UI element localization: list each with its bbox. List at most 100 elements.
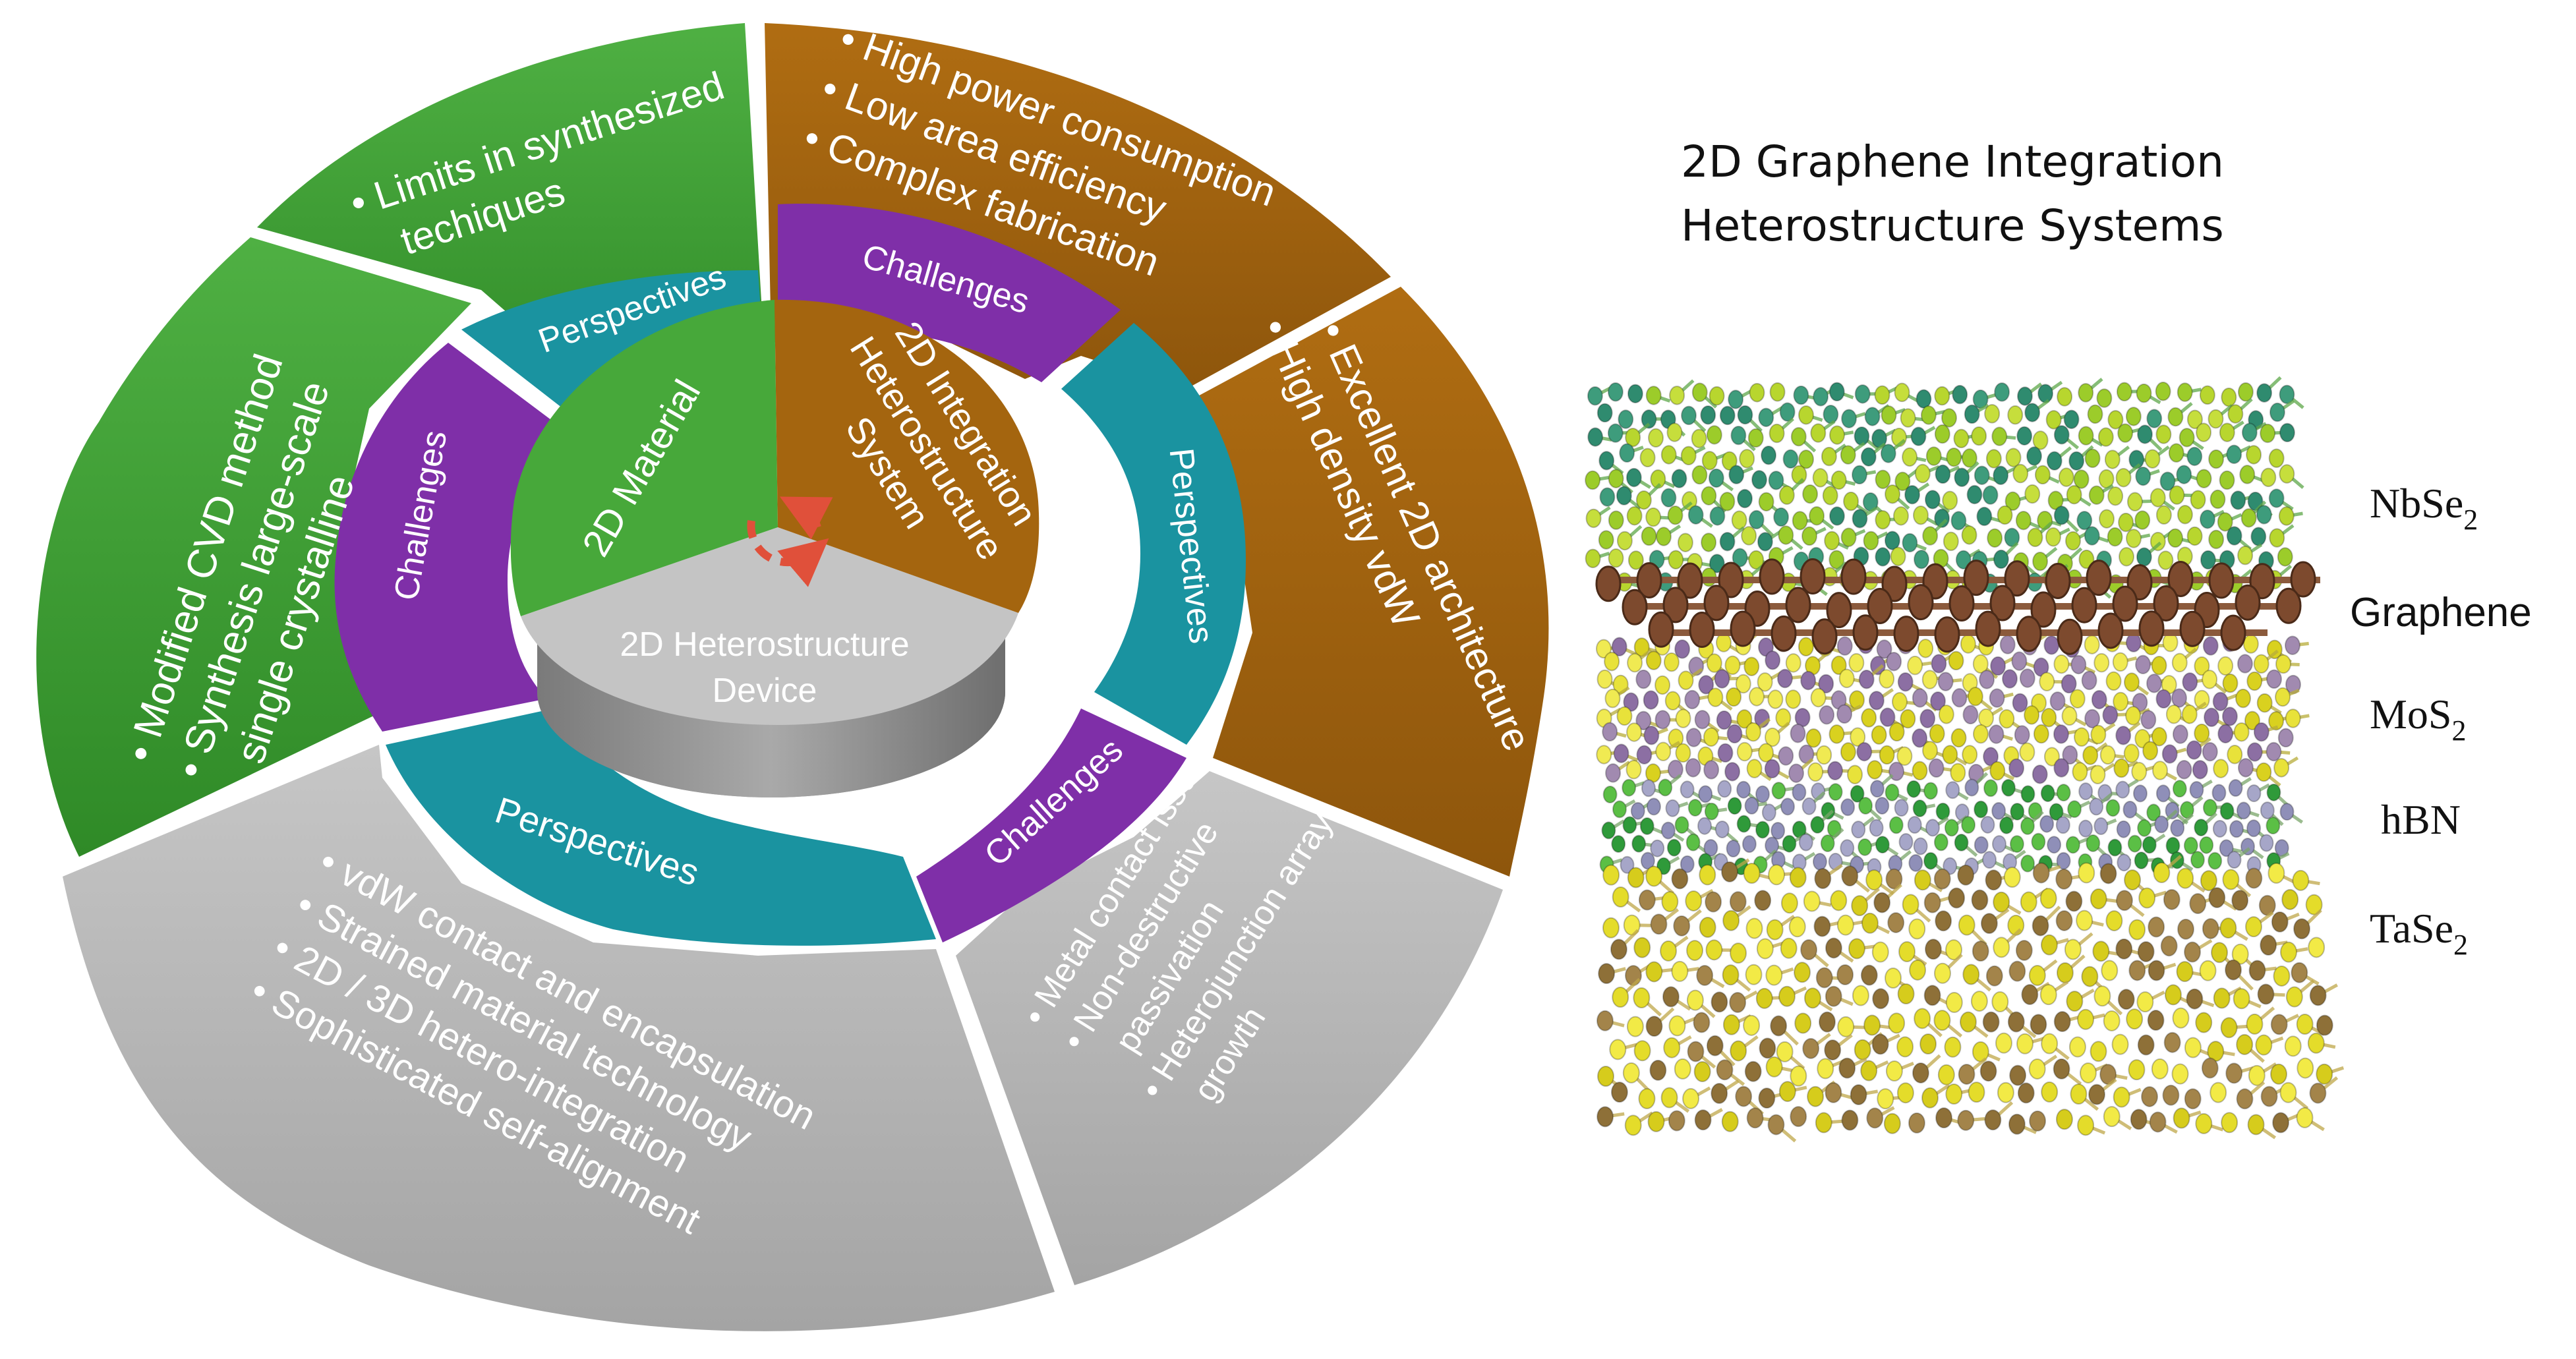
- hbn-atom: [1885, 783, 1900, 801]
- hbn-atom: [2031, 832, 2046, 851]
- nbse2-atom: [2240, 508, 2257, 528]
- hbn-atom: [2134, 852, 2149, 870]
- tase2-atom: [2245, 916, 2263, 938]
- tase2-atom: [1935, 1107, 1953, 1129]
- mos2-atom: [2019, 742, 2035, 762]
- tase2-atom: [2316, 1063, 2333, 1085]
- nbse2-atom: [1660, 488, 1677, 508]
- tase2-atom: [1662, 986, 1680, 1008]
- mos2-atom: [1838, 668, 1855, 689]
- mos2-atom: [1707, 687, 1724, 707]
- center-device-label: 2D Heterostructure Device: [620, 625, 909, 710]
- tase2-atom: [1705, 891, 1722, 913]
- tase2-atom: [1968, 1082, 1985, 1103]
- mos2-atom: [1850, 727, 1866, 747]
- mos2-atom: [1938, 705, 1954, 724]
- nbse2-atom: [1985, 449, 2002, 469]
- nbse2-atom: [1709, 506, 1726, 526]
- hbn-atom: [1964, 778, 1979, 797]
- hbn-atom: [1736, 815, 1751, 833]
- mos2-atom: [2140, 710, 2157, 730]
- hbn-atom: [2078, 819, 2093, 838]
- tase2-atom: [2088, 1084, 2105, 1105]
- hbn-atom: [1944, 819, 1959, 837]
- graphene-atom: [1867, 587, 1893, 624]
- hbn-atom: [2142, 836, 2157, 854]
- circular-diagram: 2D Material 2D Integration Heterostructu…: [36, 16, 1549, 1331]
- tase2-atom: [2028, 965, 2046, 987]
- tase2-atom: [1685, 890, 1703, 911]
- tase2-atom: [1850, 1084, 1867, 1105]
- mos2-atom: [2217, 656, 2234, 676]
- center-integration-top: [775, 299, 1039, 613]
- tase2-atom: [2280, 941, 2298, 963]
- nbse2-atom: [1585, 548, 1601, 569]
- tase2-atom: [1633, 937, 1651, 958]
- mos2-atom: [1999, 709, 2015, 729]
- tase2-atom: [2307, 1032, 2325, 1054]
- hbn-atom: [1925, 819, 1940, 837]
- tase2-atom: [2281, 888, 2299, 910]
- mos2-atom: [1962, 745, 1978, 765]
- mos2-atom: [1664, 691, 1681, 710]
- tase2-atom: [2007, 1011, 2025, 1033]
- hbn-atom: [1680, 780, 1695, 799]
- tase2-atom: [1814, 867, 1832, 889]
- hbn-atom: [2246, 784, 2262, 803]
- tase2-atom: [1766, 919, 1784, 940]
- mos2-atom: [1937, 672, 1954, 691]
- mos2-atom: [2217, 724, 2234, 744]
- tase2-atom: [1914, 1008, 1931, 1029]
- hbn-atom: [1665, 799, 1680, 817]
- nbse2-atom: [1645, 386, 1662, 405]
- nbse2-atom: [2268, 488, 2285, 508]
- hbn-atom: [2228, 779, 2243, 797]
- hbn-atom: [1601, 821, 1616, 840]
- nbse2-atom: [2250, 527, 2267, 546]
- hbn-atom: [1714, 820, 1730, 838]
- mos2-atom: [2256, 693, 2273, 713]
- tase2-atom: [1624, 1114, 1642, 1136]
- nbse2-atom: [2219, 422, 2235, 442]
- mos2-atom: [1735, 674, 1751, 694]
- tase2-atom: [1645, 1016, 1663, 1037]
- mos2-atom: [1604, 688, 1621, 708]
- mos2-atom: [1950, 763, 1966, 783]
- mos2-atom: [2182, 672, 2198, 692]
- tase2-atom: [1803, 987, 1821, 1009]
- nbse2-atom: [2084, 448, 2101, 469]
- tase2-atom: [2009, 1064, 2027, 1086]
- hbn-atom: [2194, 819, 2209, 837]
- tase2-atom: [2285, 986, 2303, 1008]
- tase2-atom: [2077, 1114, 2095, 1136]
- hbn-atom: [2001, 778, 2016, 797]
- hbn-atom: [1727, 797, 1742, 815]
- hbn-atom: [2260, 801, 2275, 820]
- nbse2-atom: [1810, 423, 1827, 443]
- nbse2-atom: [1728, 465, 1745, 484]
- nbse2-atom: [1721, 451, 1738, 471]
- mos2-atom: [1830, 655, 1847, 676]
- tase2-atom: [2293, 918, 2311, 940]
- mos2-atom: [2222, 673, 2239, 693]
- tase2-atom: [2248, 960, 2266, 981]
- nbse2-atom: [2256, 505, 2272, 525]
- mos2-atom: [1757, 672, 1773, 692]
- nbse2-atom: [2005, 448, 2022, 468]
- nbse2-atom: [1608, 548, 1624, 568]
- nbse2-atom: [1790, 426, 1807, 447]
- tase2-atom: [1817, 1058, 1834, 1080]
- tase2-atom: [2291, 962, 2308, 983]
- tase2-atom: [2292, 869, 2310, 891]
- hbn-atom: [1840, 839, 1855, 857]
- tase2-atom: [1743, 862, 1761, 884]
- nbse2-atom: [1758, 492, 1774, 512]
- tase2-atom: [1824, 1039, 1842, 1061]
- hbn-atom: [2047, 836, 2062, 854]
- mos2-atom: [1805, 728, 1822, 748]
- mos2-atom: [1623, 692, 1639, 712]
- nbse2-atom: [1851, 465, 1867, 485]
- tase2-atom: [1610, 939, 1627, 960]
- hbn-atom: [1630, 801, 1645, 820]
- nbse2-atom: [1823, 404, 1839, 424]
